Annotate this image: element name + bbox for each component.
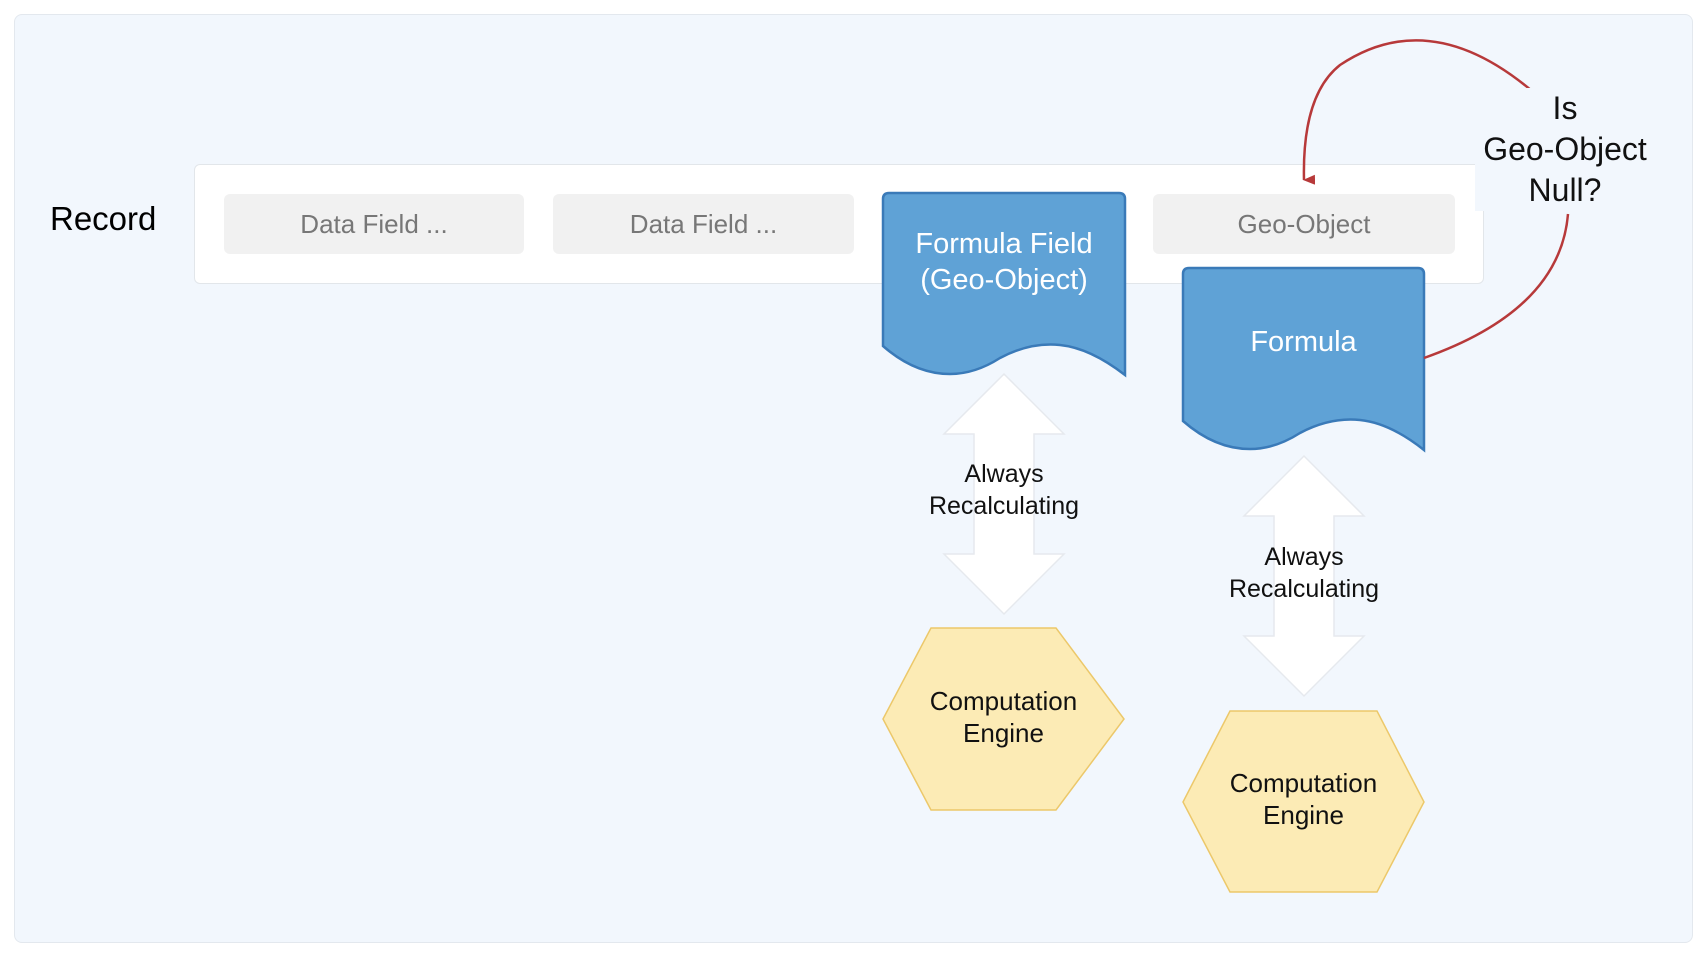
recalc-right-line2: Recalculating: [1228, 575, 1380, 603]
formula-field-label-line2: (Geo-Object): [920, 264, 1088, 296]
recalc-left-line2: Recalculating: [928, 492, 1080, 520]
geo-object-field: Geo-Object: [1153, 194, 1455, 254]
condition-line2: Geo-Object: [1483, 131, 1647, 167]
computation-engine-hexagon-left: [882, 627, 1125, 811]
double-arrow-left: [942, 372, 1066, 616]
recalc-left-line1: Always: [964, 460, 1044, 488]
formula-document-shape: [1181, 266, 1426, 453]
formula-field-document-shape: [881, 191, 1127, 378]
null-check-loop-arrow-top: [1302, 39, 1533, 185]
engine-left-line2: Engine: [963, 718, 1044, 748]
recalc-right-line1: Always: [1264, 543, 1344, 571]
condition-line3: Null?: [1528, 172, 1602, 208]
engine-left-line1: Computation: [929, 686, 1078, 716]
computation-engine-hexagon-right: [1182, 710, 1425, 893]
data-field-2: Data Field ...: [553, 194, 854, 254]
condition-line1: Is: [1552, 90, 1578, 126]
engine-right-line1: Computation: [1229, 768, 1378, 798]
engine-label-right: Computation Engine: [1183, 767, 1424, 831]
double-arrow-right: [1242, 454, 1366, 698]
engine-right-line2: Engine: [1263, 800, 1344, 830]
recalc-label-left: Always Recalculating: [900, 458, 1108, 522]
formula-field-label-line1: Formula Field: [915, 228, 1093, 260]
record-label: Record: [50, 200, 157, 237]
null-check-loop-arrow: [1423, 213, 1570, 360]
recalc-label-right: Always Recalculating: [1200, 541, 1408, 605]
formula-field-label: Formula Field (Geo-Object): [883, 226, 1125, 298]
null-check-condition-label: Is Geo-Object Null?: [1475, 88, 1655, 211]
data-field-1: Data Field ...: [224, 194, 524, 254]
engine-label-left: Computation Engine: [883, 685, 1124, 749]
formula-label: Formula: [1250, 326, 1357, 358]
